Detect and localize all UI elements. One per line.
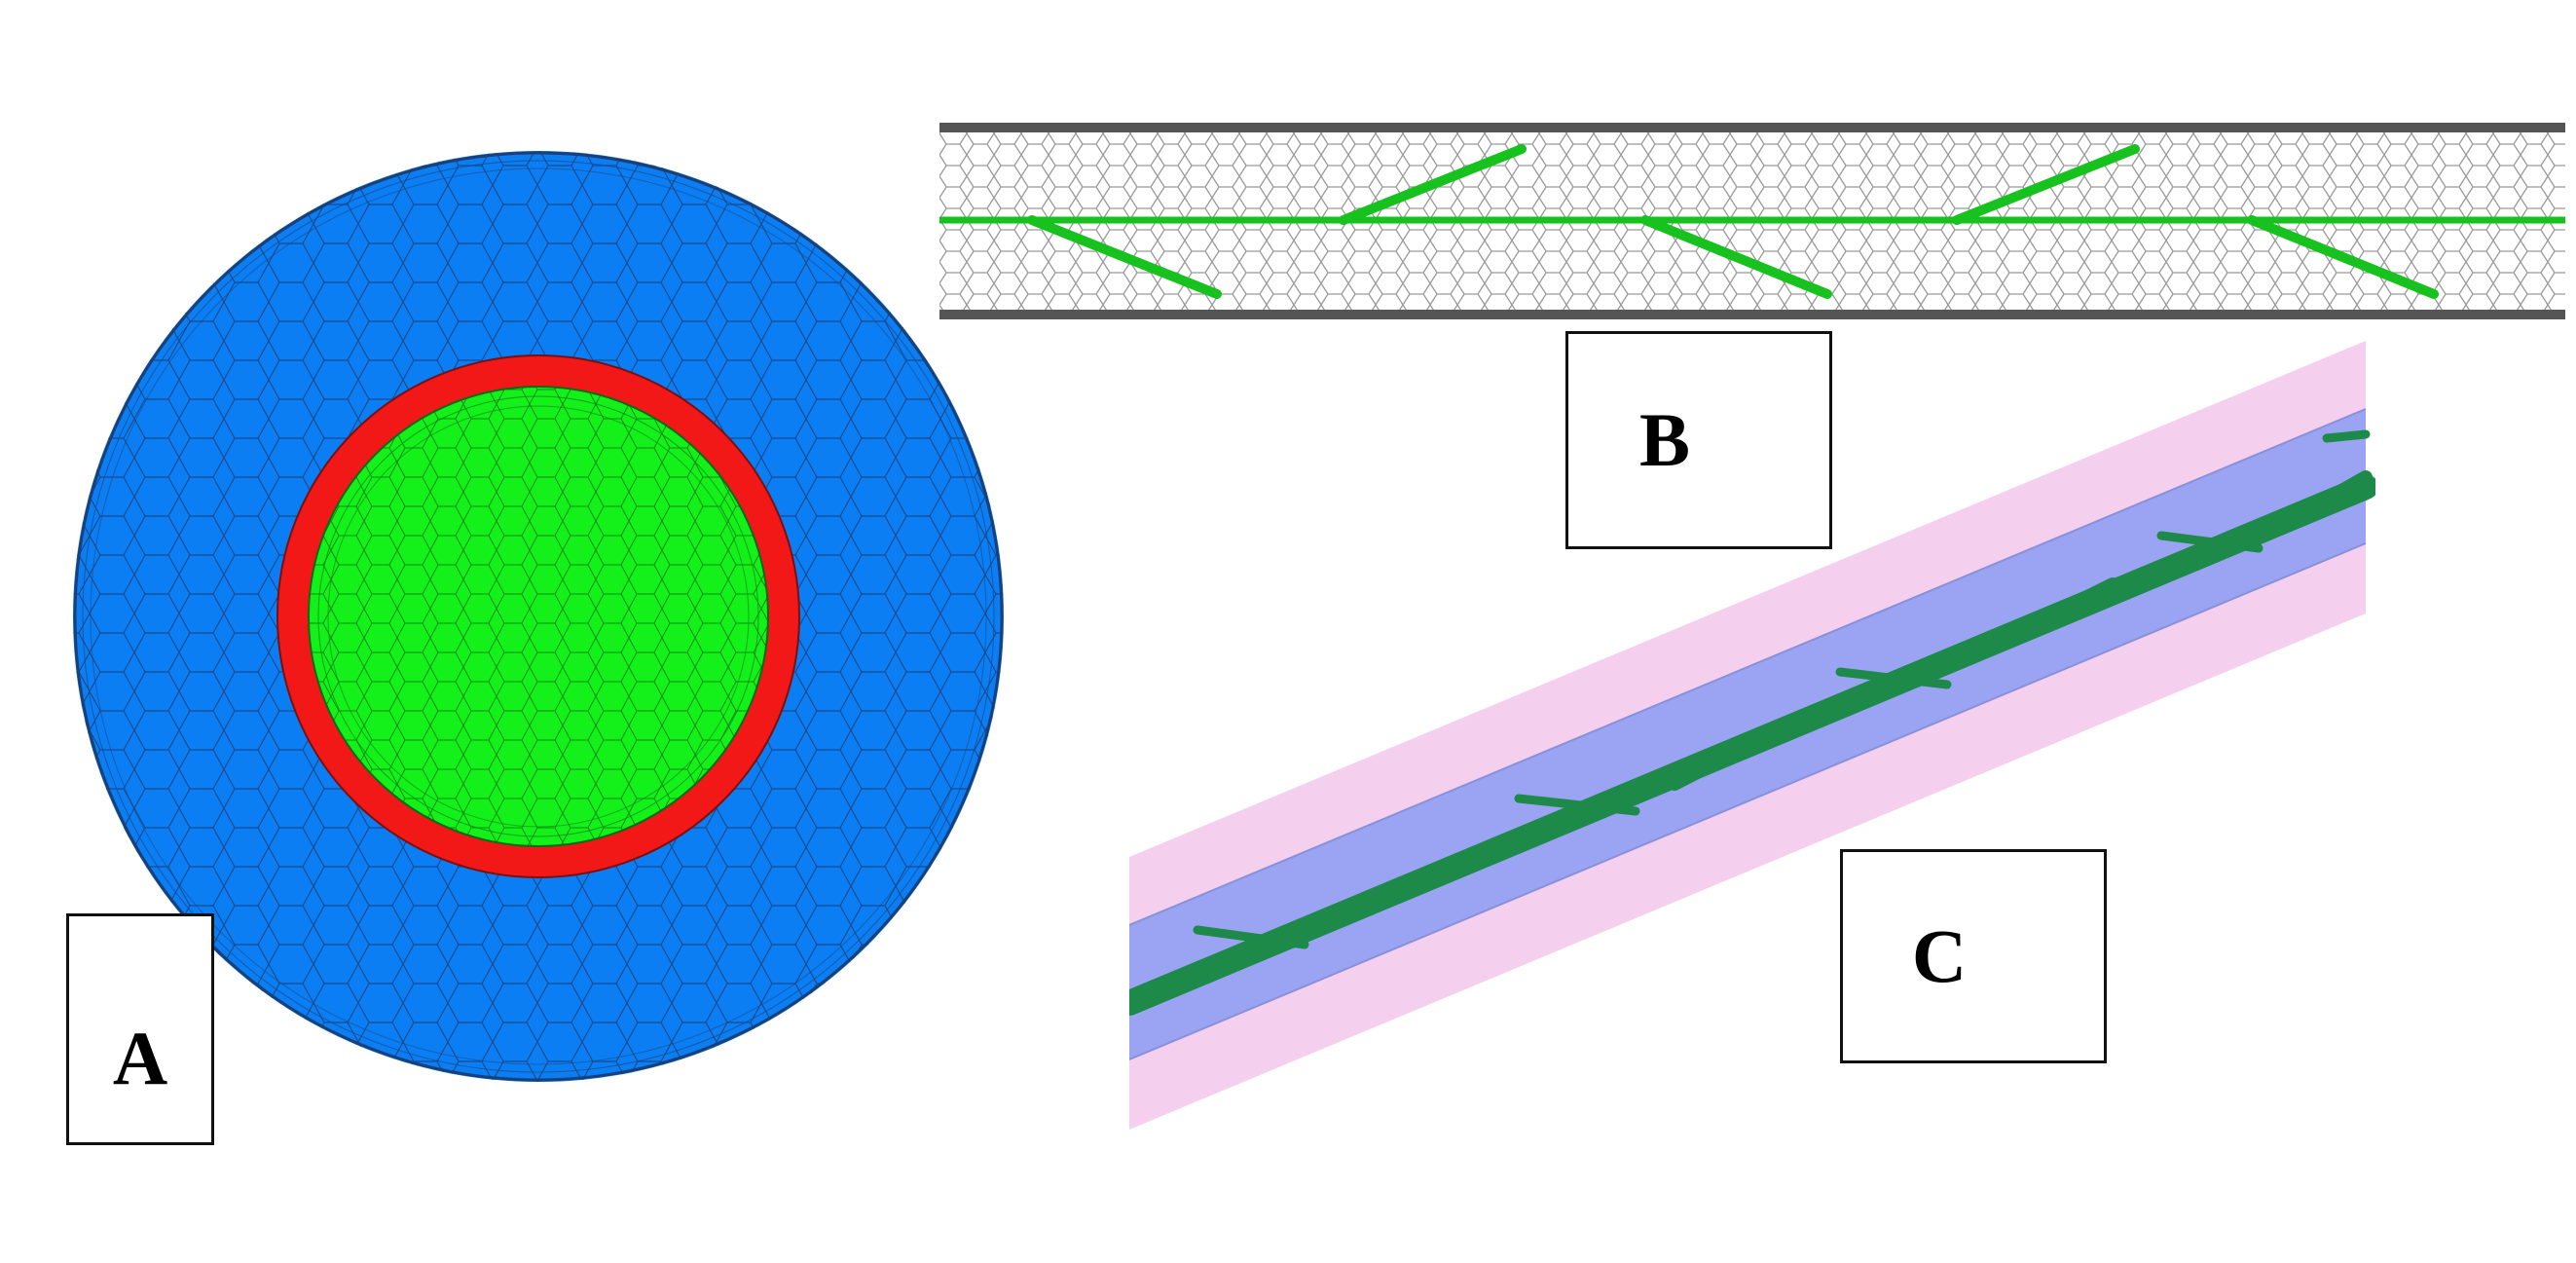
panel-b-longitudinal [939,123,2565,319]
label-box-b: B [1565,331,1832,549]
label-box-a: A [66,913,214,1145]
panel-a-cross-section [0,127,1032,1159]
panel-c-perspective [1129,341,2375,1139]
label-b: B [1638,397,1691,482]
perspective-svg [1129,341,2375,1130]
longitudinal-svg [939,123,2565,319]
cross-section-svg [73,151,1004,1082]
label-a: A [112,1016,168,1100]
inner-region [308,386,769,847]
strut-group [939,144,2565,299]
label-box-c: C [1840,849,2107,1063]
label-c: C [1911,913,1968,998]
stent [1129,429,2375,1016]
